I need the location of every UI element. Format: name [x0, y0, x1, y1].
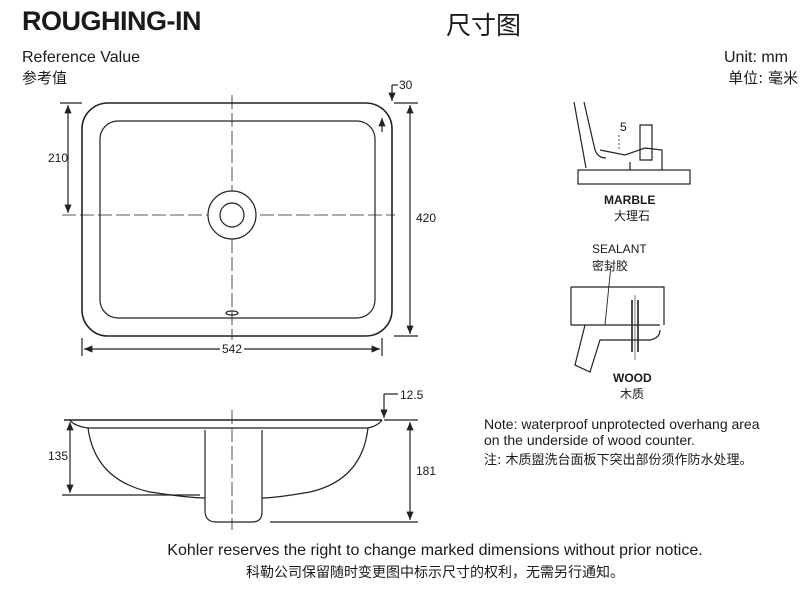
bowl-depth-dimension: 135: [48, 449, 69, 463]
side-view: [62, 393, 418, 530]
marble-detail: [573, 101, 691, 185]
marble-label-cn: 大理石: [614, 209, 651, 223]
overall-depth-dimension: 181: [416, 464, 437, 478]
wood-detail: [570, 264, 665, 373]
reference-label: Reference Value: [22, 49, 140, 66]
note-line-2: on the underside of wood counter.: [484, 432, 695, 448]
wood-label: WOOD: [613, 371, 652, 385]
marble-label: MARBLE: [604, 193, 656, 207]
page-title: ROUGHING-IN: [22, 6, 202, 36]
note-line-1: Note: waterproof unprotected overhang ar…: [484, 416, 760, 432]
footer-disclaimer-cn: 科勒公司保留随时变更图中标示尺寸的权利，无需另行通知。: [246, 565, 624, 581]
drain-offset-dimension: 210: [48, 151, 69, 165]
depth-dimension: 420: [416, 211, 437, 225]
unit-label-cn: 单位: 毫米: [728, 69, 798, 87]
width-dimension: 542: [220, 342, 245, 356]
page-title-cn: 尺寸图: [446, 11, 522, 40]
rim-dimension: 30: [399, 78, 413, 92]
note-line-cn: 注: 木质盥洗台面板下突出部份须作防水处理。: [484, 453, 753, 468]
sealant-label: SEALANT: [592, 242, 647, 256]
top-view: [60, 84, 418, 356]
sealant-label-cn: 密封胶: [592, 259, 629, 273]
rim-height-dimension: 12.5: [400, 388, 424, 402]
footer-disclaimer: Kohler reserves the right to change mark…: [167, 542, 703, 559]
reference-label-cn: 参考值: [22, 69, 68, 87]
wood-label-cn: 木质: [620, 387, 645, 401]
unit-label: Unit: mm: [724, 49, 788, 66]
marble-gap-dimension: 5: [620, 120, 627, 134]
